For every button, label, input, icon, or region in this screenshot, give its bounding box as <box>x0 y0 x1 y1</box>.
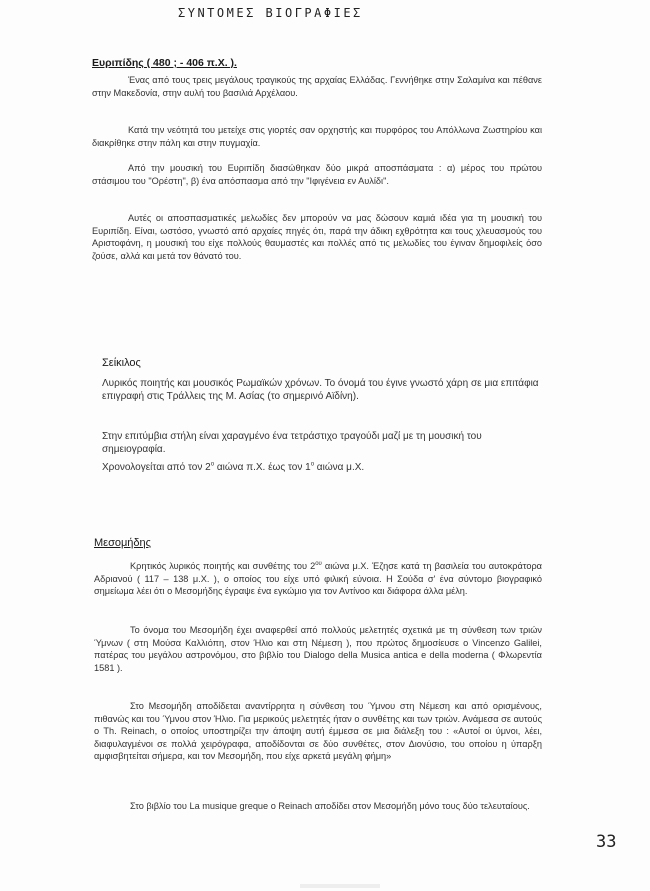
paragraph: Ένας από τους τρεις μεγάλους τραγικούς τ… <box>92 75 542 98</box>
dating-text: Χρονολογείται από τον 2 <box>102 462 211 473</box>
intro-text: αιώνα μ.Χ. Έζησε κατά τη βασιλεία του αυ… <box>94 561 542 596</box>
section-title-euripides: Ευριπίδης ( 480 ; - 406 π.Χ. ). <box>92 57 237 69</box>
page-number: 33 <box>596 832 617 852</box>
ordinal-suffix: ο <box>310 461 315 468</box>
paragraph: Το όνομα του Μεσομήδη έχει αναφερθεί από… <box>94 625 542 673</box>
paragraph: Στην επιτύμβια στήλη είναι χαραγμένο ένα… <box>102 431 482 456</box>
paragraph: Στο Μεσομήδη αποδίδεται αναντίρρητα η σύ… <box>94 701 542 761</box>
intro-text: Κρητικός λυρικός ποιητής και συνθέτης το… <box>130 561 316 571</box>
running-header: ΣΥΝΤΟΜΕΣ ΒΙΟΓΡΑΦΙΕΣ <box>178 6 363 20</box>
scan-artifact <box>300 884 380 888</box>
paragraph: Κρητικός λυρικός ποιητής και συνθέτης το… <box>94 560 542 598</box>
paragraph: Κατά την νεότητά του μετείχε στις γιορτέ… <box>92 125 542 148</box>
ordinal-suffix: ο <box>210 461 215 468</box>
paragraph: Στο βιβλίο του La musique greque o Reina… <box>130 801 530 811</box>
dating-text: αιώνα π.Χ. έως τον 1 <box>214 462 311 473</box>
dating-text: αιώνα μ.Χ. <box>314 462 365 473</box>
paragraph: Αυτές οι αποσπασματικές μελωδίες δεν μπο… <box>92 213 542 261</box>
section-title-mesomedes: Μεσομήδης <box>94 537 151 549</box>
paragraph: Από την μουσική του Ευριπίδη διασώθηκαν … <box>92 163 542 186</box>
ordinal-suffix: ου <box>315 560 322 567</box>
section-title-seikilos: Σείκιλος <box>102 357 141 369</box>
dating-paragraph: Χρονολογείται από τον 2ο αιώνα π.Χ. έως … <box>102 461 542 474</box>
paragraph: Λυρικός ποιητής και μουσικός Ρωμαϊκών χρ… <box>102 378 539 403</box>
